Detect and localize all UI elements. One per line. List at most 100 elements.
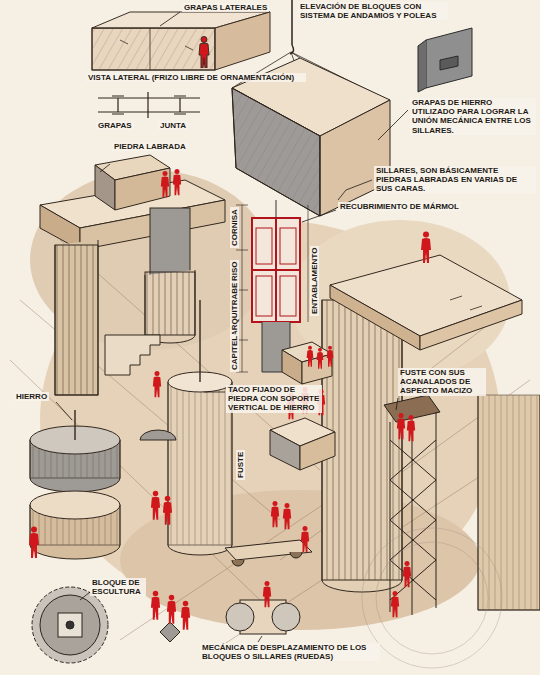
post-and-lintel-part — [95, 165, 115, 210]
view-title: VISTA LATERAL (FRIZO LIBRE DE ORNAMENTAC… — [86, 73, 306, 82]
column-plan-part — [40, 595, 100, 655]
human-figures-part — [327, 346, 334, 367]
side-view-block-part — [92, 28, 215, 70]
clamp-joint-detail-part — [98, 92, 200, 118]
dimension-label: FUSTE — [236, 450, 245, 480]
leader-lines-part — [100, 164, 110, 172]
fluted-column-part — [450, 296, 482, 310]
watermark-stamp — [362, 528, 502, 668]
human-figures-part — [317, 348, 324, 369]
human-figures-part — [421, 232, 431, 264]
rolling-mechanism-part — [232, 552, 302, 566]
leader-lines-part — [396, 398, 398, 410]
central-column-part — [168, 382, 232, 555]
marble-cladding-element-part — [256, 276, 272, 316]
note-text: SILLARES, SON BÁSICAMENTE PIEDRAS LABRAD… — [374, 166, 536, 194]
post-and-lintel-part — [115, 168, 170, 210]
scaffold-tower-part — [390, 440, 436, 600]
leader-lines-part — [56, 402, 72, 420]
hoisted-block-part — [232, 88, 320, 216]
watermark-stamp-part — [376, 542, 488, 654]
fluted-column-part — [420, 300, 522, 350]
stone-blocks-part — [270, 430, 300, 470]
fluted-column-part — [330, 285, 420, 350]
note-text: ELEVACIÓN DE BLOQUES CON SISTEMA DE ANDA… — [298, 2, 448, 20]
side-view-block-part — [120, 28, 193, 70]
dimension-label: ARQUITRABE — [230, 281, 239, 338]
marble-cladding-element-part — [256, 228, 272, 264]
human-figures-part — [271, 501, 279, 527]
post-and-lintel — [40, 155, 225, 395]
side-view-block-part — [215, 12, 270, 70]
leader-lines-part — [80, 592, 90, 600]
dimension-label: CORNISA — [230, 207, 239, 248]
human-figures-part — [391, 591, 399, 617]
human-figures-part — [153, 371, 161, 397]
marble-cladding-element-part — [276, 200, 277, 218]
human-figures-part — [161, 171, 169, 197]
stone-blocks-part — [282, 350, 302, 384]
human-figures-part — [403, 561, 411, 587]
watercolor-wash — [30, 170, 510, 630]
column-drums-part — [30, 491, 120, 519]
leader-lines-part — [160, 12, 180, 26]
column-plan-part — [66, 621, 74, 629]
column-plan-part — [32, 587, 108, 663]
leader-lines — [56, 12, 408, 642]
column-drums-part — [140, 430, 176, 440]
column-drums — [30, 410, 176, 559]
human-figures — [29, 169, 431, 630]
rolling-mechanism-part — [226, 603, 254, 631]
scaffold-tower — [384, 395, 440, 615]
callout-label: JUNTA — [158, 121, 188, 130]
clamp-joint-detail — [98, 92, 200, 118]
leader-lines-part — [378, 110, 408, 140]
human-figures-part — [397, 413, 405, 439]
marble-cladding-element — [252, 200, 300, 372]
rolling-mechanism-part — [160, 622, 180, 642]
note-text: GRAPAS DE HIERRO UTILIZADO PARA LOGRAR L… — [410, 98, 536, 135]
column-plan — [32, 587, 108, 663]
side-view-block-part — [92, 28, 215, 70]
callout-label: GRAPAS — [96, 121, 134, 130]
leader-lines-part — [302, 210, 336, 222]
post-and-lintel-part — [150, 208, 190, 278]
post-and-lintel-part — [55, 240, 98, 395]
central-column-part — [168, 382, 232, 545]
human-figures-part — [301, 526, 309, 552]
column-drums-part — [74, 410, 75, 440]
human-figures-part — [173, 169, 181, 195]
dimension-label: ENTABLAMENTO — [310, 246, 319, 316]
human-figures-part — [307, 346, 314, 367]
human-figures-part — [181, 601, 190, 630]
column-plan-part — [58, 613, 82, 637]
edge-column-part — [478, 395, 540, 610]
iron-clamp-plate-part — [440, 56, 458, 70]
clamp-joint-detail-part — [112, 96, 186, 114]
rolling-mechanism-part — [272, 603, 300, 631]
marble-cladding-element-part — [280, 228, 296, 264]
watermark-stamp-part — [362, 528, 502, 668]
stone-blocks-part — [300, 432, 335, 470]
human-figures-part — [283, 503, 291, 529]
post-and-lintel-part — [145, 270, 195, 343]
human-figures-part — [167, 595, 176, 624]
human-figures-part — [163, 496, 172, 525]
iron-clamp-plate — [418, 28, 472, 92]
side-view-block — [92, 12, 270, 70]
leader-lines-part — [258, 636, 262, 642]
human-figures-part — [151, 491, 160, 520]
edge-column — [478, 395, 540, 610]
hoisted-block-part — [290, 0, 294, 54]
callout-label: GRAPAS LATERALES — [182, 3, 269, 12]
human-figures-part — [407, 415, 415, 441]
post-and-lintel-part — [55, 245, 98, 395]
note-text: MECÁNICA DE DESPLAZAMIENTO DE LOS BLOQUE… — [200, 643, 380, 661]
iron-clamp-plate-part — [426, 28, 472, 88]
scaffold-tower-part — [390, 412, 436, 615]
post-and-lintel-part — [105, 335, 160, 375]
note-text: TACO FIJADO DE PIEDRA CON SOPORTE VERTIC… — [226, 385, 322, 413]
callout-label: PIEDRA LABRADA — [112, 142, 188, 151]
leader-lines-part — [308, 205, 309, 322]
central-column-part — [199, 300, 200, 382]
